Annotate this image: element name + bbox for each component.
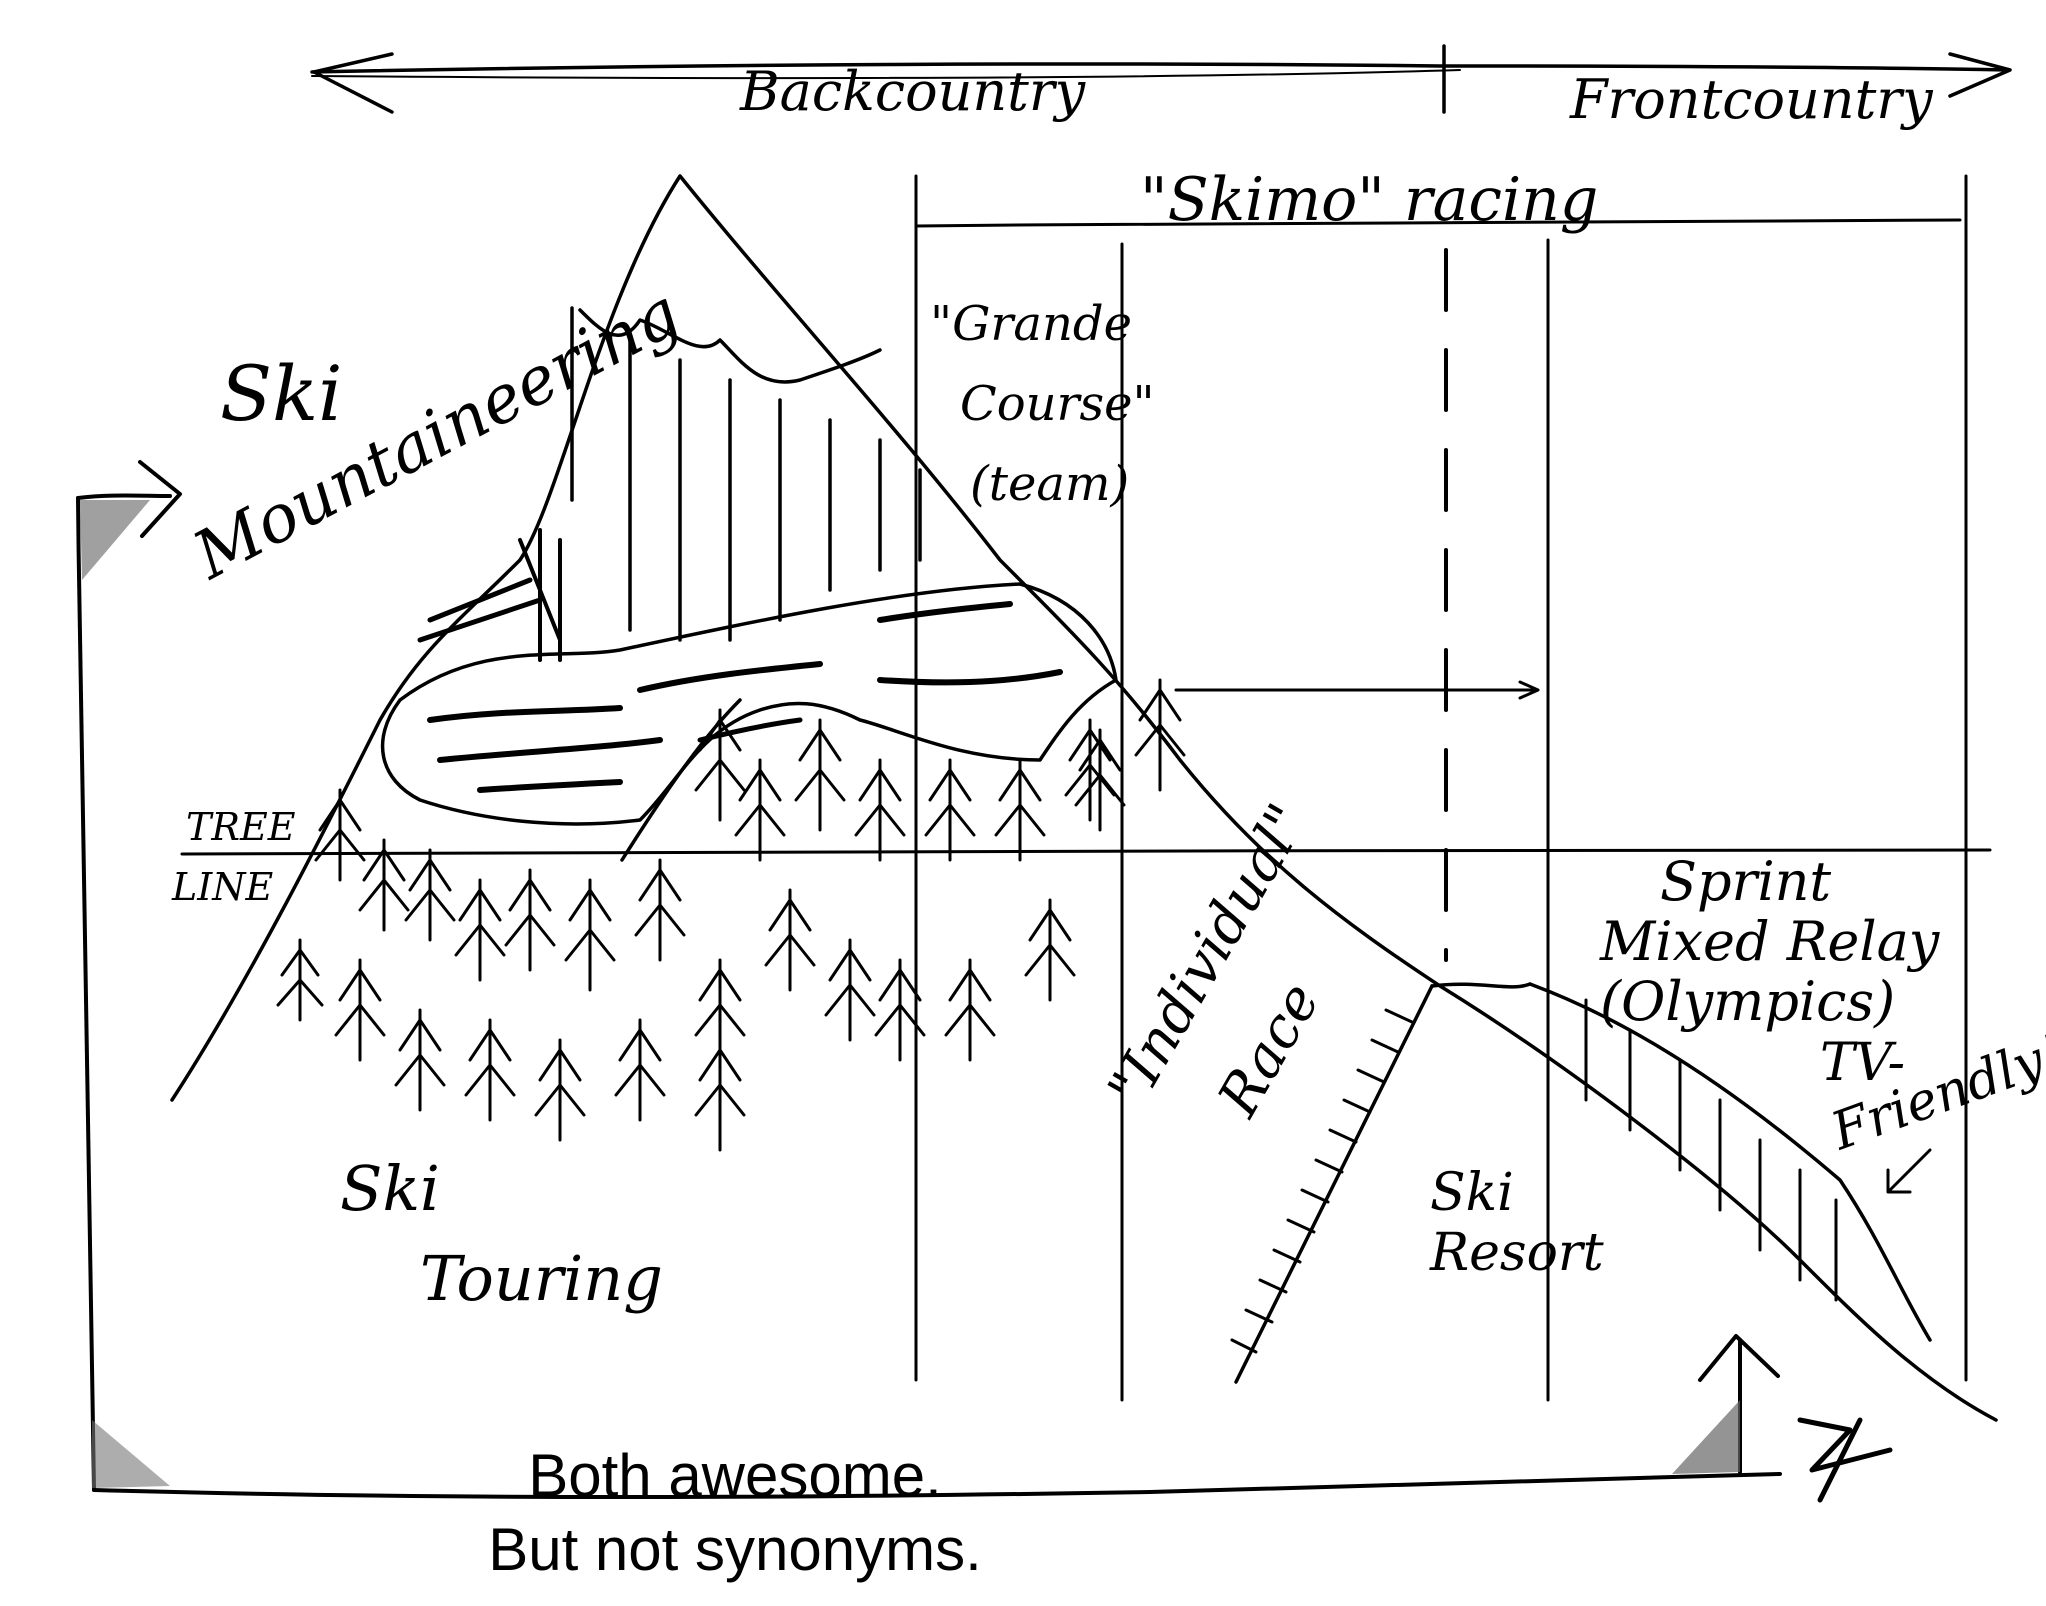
skimo-bracket [914,174,1968,1402]
label-tv-friendly-1: TV- [1820,1033,1905,1093]
label-ski-touring-1: Ski [340,1152,440,1225]
label-sprint-1: Sprint [1660,850,1831,913]
label-tree-line-2: LINE [171,865,273,909]
mountain [170,174,1998,1422]
caption-line-2: But not synonyms. [488,1516,982,1583]
lift-towers [1230,998,1838,1354]
tree-line [180,848,1992,856]
frame-arrows [138,460,1780,1382]
label-ski-resort-1: Ski [1430,1163,1514,1223]
backcountry-frontcountry-arrow [310,44,2012,114]
label-frontcountry: Frontcountry [1569,68,1934,131]
label-sprint-3: (Olympics) [1600,970,1895,1033]
label-grande-course-1: "Grande [930,296,1132,352]
tv-friendly-arrow-icon [1886,1148,1932,1194]
label-backcountry: Backcountry [739,60,1087,123]
trees [276,528,1186,1152]
label-ski-touring-2: Touring [420,1242,663,1315]
label-tree-line-1: TREE [186,805,296,849]
label-sprint-2: Mixed Relay [1599,910,1941,973]
label-grande-course-3: (team) [970,456,1129,512]
paper-frame [76,493,1782,1499]
handwritten-labels: Backcountry Frontcountry "Skimo" racing … [171,60,2046,1315]
label-ski-resort-2: Resort [1429,1223,1604,1283]
label-individual-race-2: Race [1205,972,1332,1128]
label-grande-course-2: Course" [960,376,1155,432]
frame-corner-shading [80,500,1740,1488]
caption-line-1: Both awesome. [528,1442,942,1509]
signature-mark [1797,1417,1893,1503]
label-ski-mountaineering-1: Ski [220,349,342,438]
label-skimo-racing: "Skimo" racing [1140,165,1598,235]
